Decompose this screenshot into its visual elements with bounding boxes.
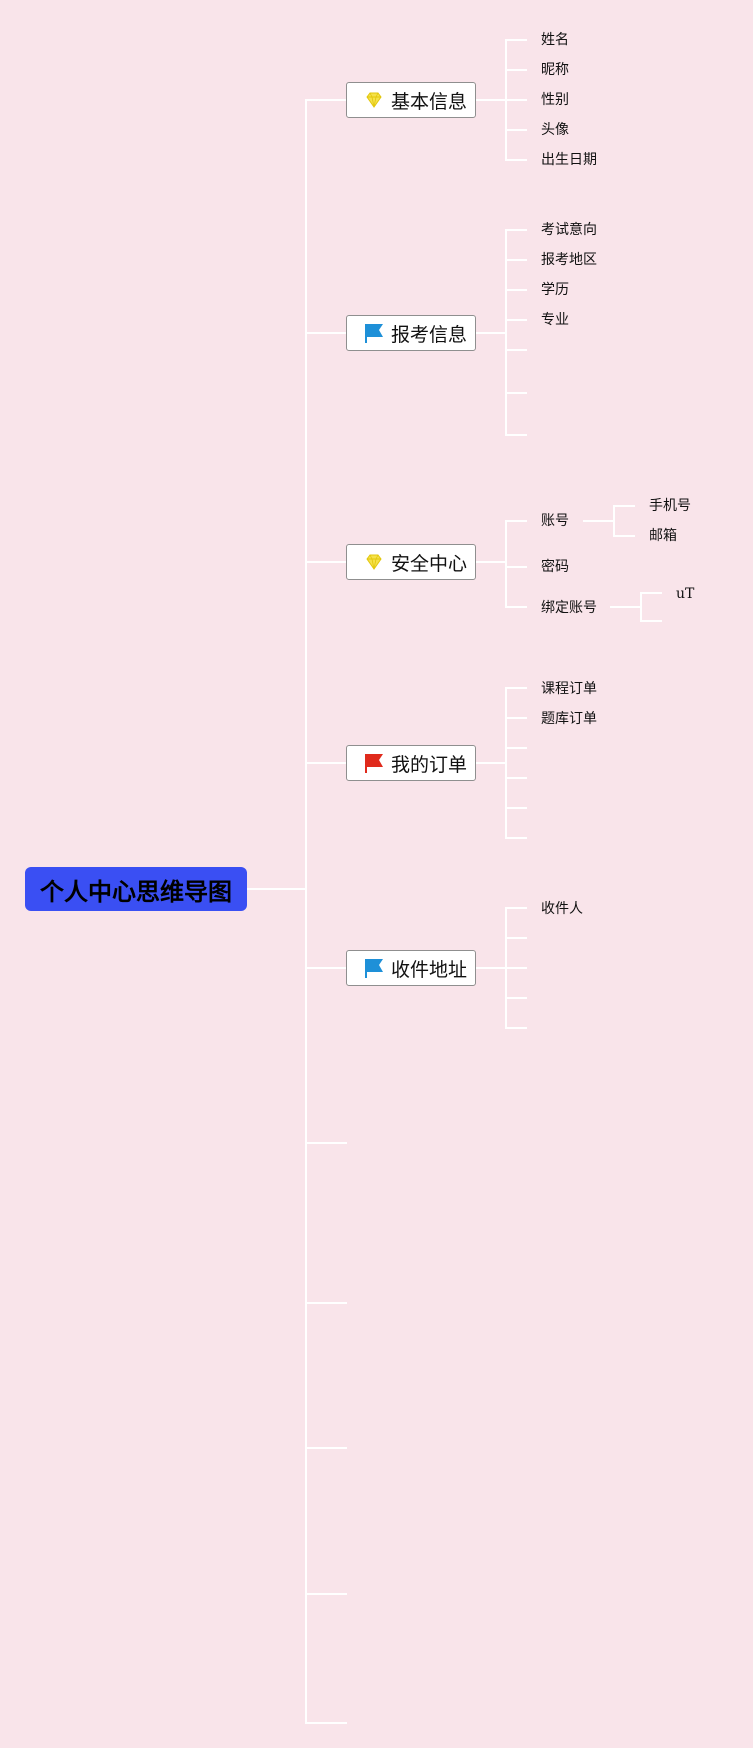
leaf-node[interactable]: 学历 — [541, 282, 569, 298]
branch-node-exam-info[interactable]: 报考信息 — [346, 315, 476, 351]
branch-node-my-orders[interactable]: 我的订单 — [346, 745, 476, 781]
red-flag-icon — [363, 752, 385, 774]
blue-flag-icon — [363, 957, 385, 979]
leaf-node[interactable]: 账号 — [541, 513, 569, 529]
branch-label: 我的订单 — [391, 753, 468, 776]
leaf-node[interactable]: 手机号 — [649, 498, 691, 514]
leaf-node[interactable]: 报考地区 — [541, 252, 597, 268]
branch-node-basic-info[interactable]: 基本信息 — [346, 82, 476, 118]
leaf-node[interactable]: 考试意向 — [541, 222, 597, 238]
branch-node-security-center[interactable]: 安全中心 — [346, 544, 476, 580]
branch-node-shipping-address[interactable]: 收件地址 — [346, 950, 476, 986]
leaf-node[interactable]: 邮箱 — [649, 528, 677, 544]
leaf-node[interactable]: 密码 — [541, 559, 569, 575]
diamond-icon — [363, 551, 385, 573]
branch-label: 报考信息 — [391, 323, 468, 346]
branch-label: 安全中心 — [391, 552, 468, 575]
blue-flag-icon — [363, 322, 385, 344]
leaf-node[interactable]: uT — [676, 586, 695, 602]
leaf-node[interactable]: 性别 — [541, 92, 569, 108]
leaf-node[interactable]: 课程订单 — [541, 681, 597, 697]
leaf-node[interactable]: 绑定账号 — [541, 600, 597, 616]
leaf-node[interactable]: 收件人 — [541, 901, 583, 917]
branch-label: 收件地址 — [391, 958, 468, 981]
root-node-label: 个人中心思维导图 — [40, 877, 232, 906]
branch-label: 基本信息 — [391, 90, 468, 113]
leaf-node[interactable]: 题库订单 — [541, 711, 597, 727]
leaf-node[interactable]: 头像 — [541, 122, 569, 138]
leaf-node[interactable]: 专业 — [541, 312, 569, 328]
leaf-node[interactable]: 姓名 — [541, 32, 569, 48]
diamond-icon — [363, 89, 385, 111]
leaf-node[interactable]: 昵称 — [541, 62, 569, 78]
leaf-node[interactable]: 出生日期 — [541, 152, 597, 168]
root-node[interactable]: 个人中心思维导图 — [25, 867, 247, 911]
